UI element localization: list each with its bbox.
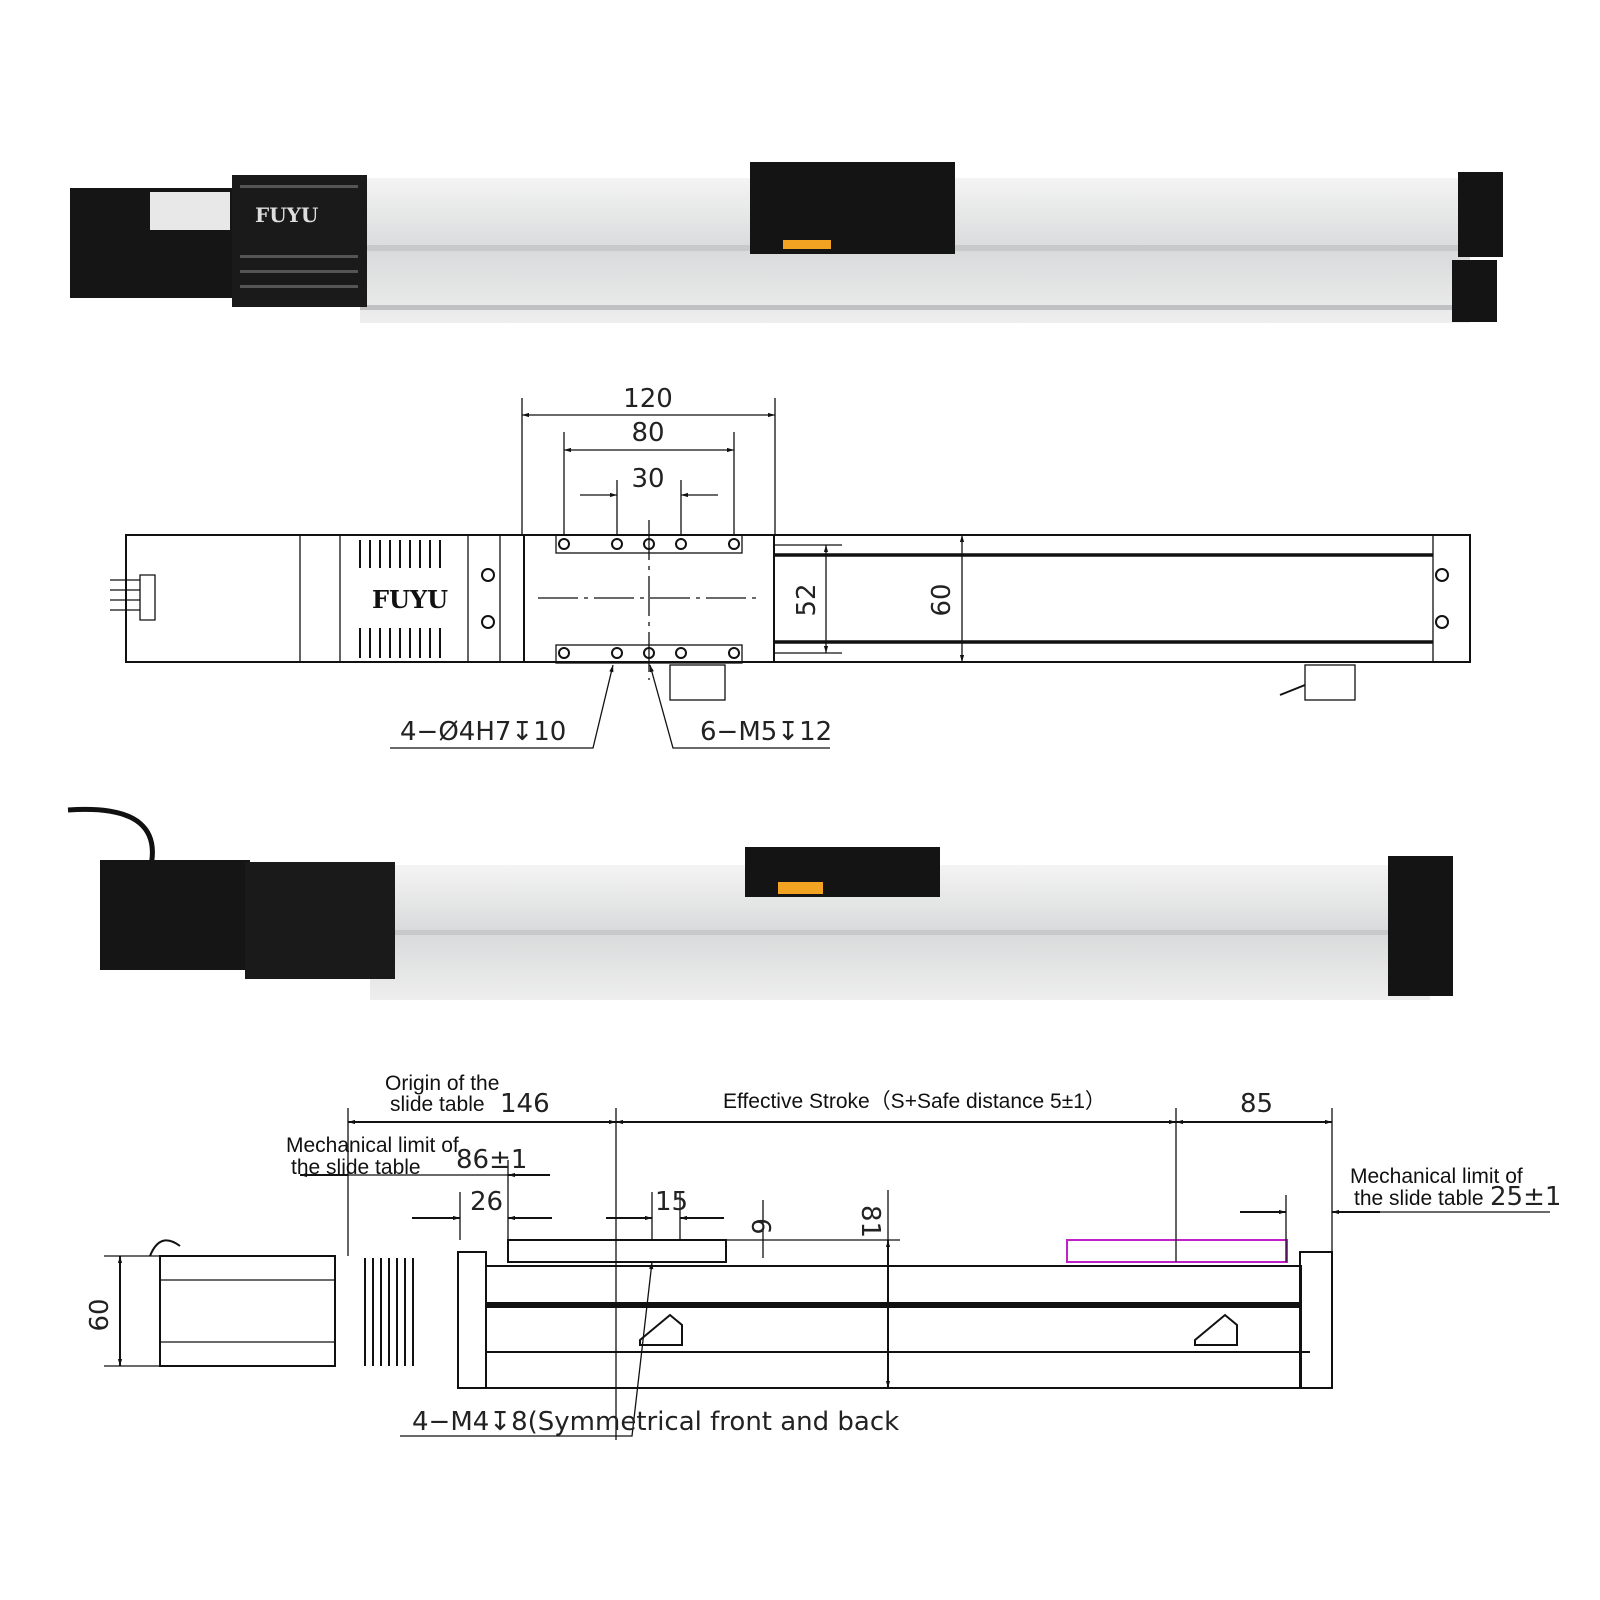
dim-25: 25±1 (1490, 1182, 1561, 1212)
dim-146: 146 (500, 1089, 550, 1119)
dim-80: 80 (631, 418, 664, 448)
dim-26: 26 (470, 1187, 503, 1217)
dim-60-side: 60 (85, 1298, 115, 1331)
mech-limit-right-line1: Mechanical limit of (1350, 1165, 1523, 1188)
origin-label-line2: slide table (390, 1093, 485, 1116)
origin-label-line1: Origin of the (385, 1072, 499, 1095)
mech-limit-left-line2: the slide table (291, 1156, 421, 1179)
dim-81: 81 (855, 1205, 885, 1238)
dim-120: 120 (623, 384, 673, 414)
dim-86: 86±1 (456, 1145, 527, 1175)
brand-logo: FUYU (255, 203, 318, 227)
drawing-brand-logo: FUYU (372, 585, 448, 614)
effective-stroke-label: Effective Stroke（S+Safe distance 5±1） (723, 1090, 1106, 1113)
side-view-drawing: Origin of the slide table 146 Effective … (85, 1072, 1561, 1440)
thread-callout: 6−M5↧12 (700, 717, 832, 747)
mech-limit-right-line2: the slide table (1354, 1187, 1484, 1210)
dim-60: 60 (927, 583, 957, 616)
top-view-drawing: FUYU 120 80 30 52 60 4−Ø4H7↧10 6−M5↧12 (110, 384, 1471, 749)
mount-callout: 4−M4↧8(Symmetrical front and back (412, 1407, 899, 1437)
dim-52: 52 (792, 583, 822, 616)
dim-6: 6 (745, 1218, 775, 1235)
dim-30: 30 (631, 464, 664, 494)
mech-limit-left-line1: Mechanical limit of (286, 1134, 459, 1157)
dim-15: 15 (655, 1187, 688, 1217)
actuator-photo-top: FUYU (70, 162, 1503, 323)
actuator-photo-bottom (67, 806, 1453, 1000)
dim-85: 85 (1240, 1089, 1273, 1119)
hole-callout: 4−Ø4H7↧10 (400, 717, 566, 747)
